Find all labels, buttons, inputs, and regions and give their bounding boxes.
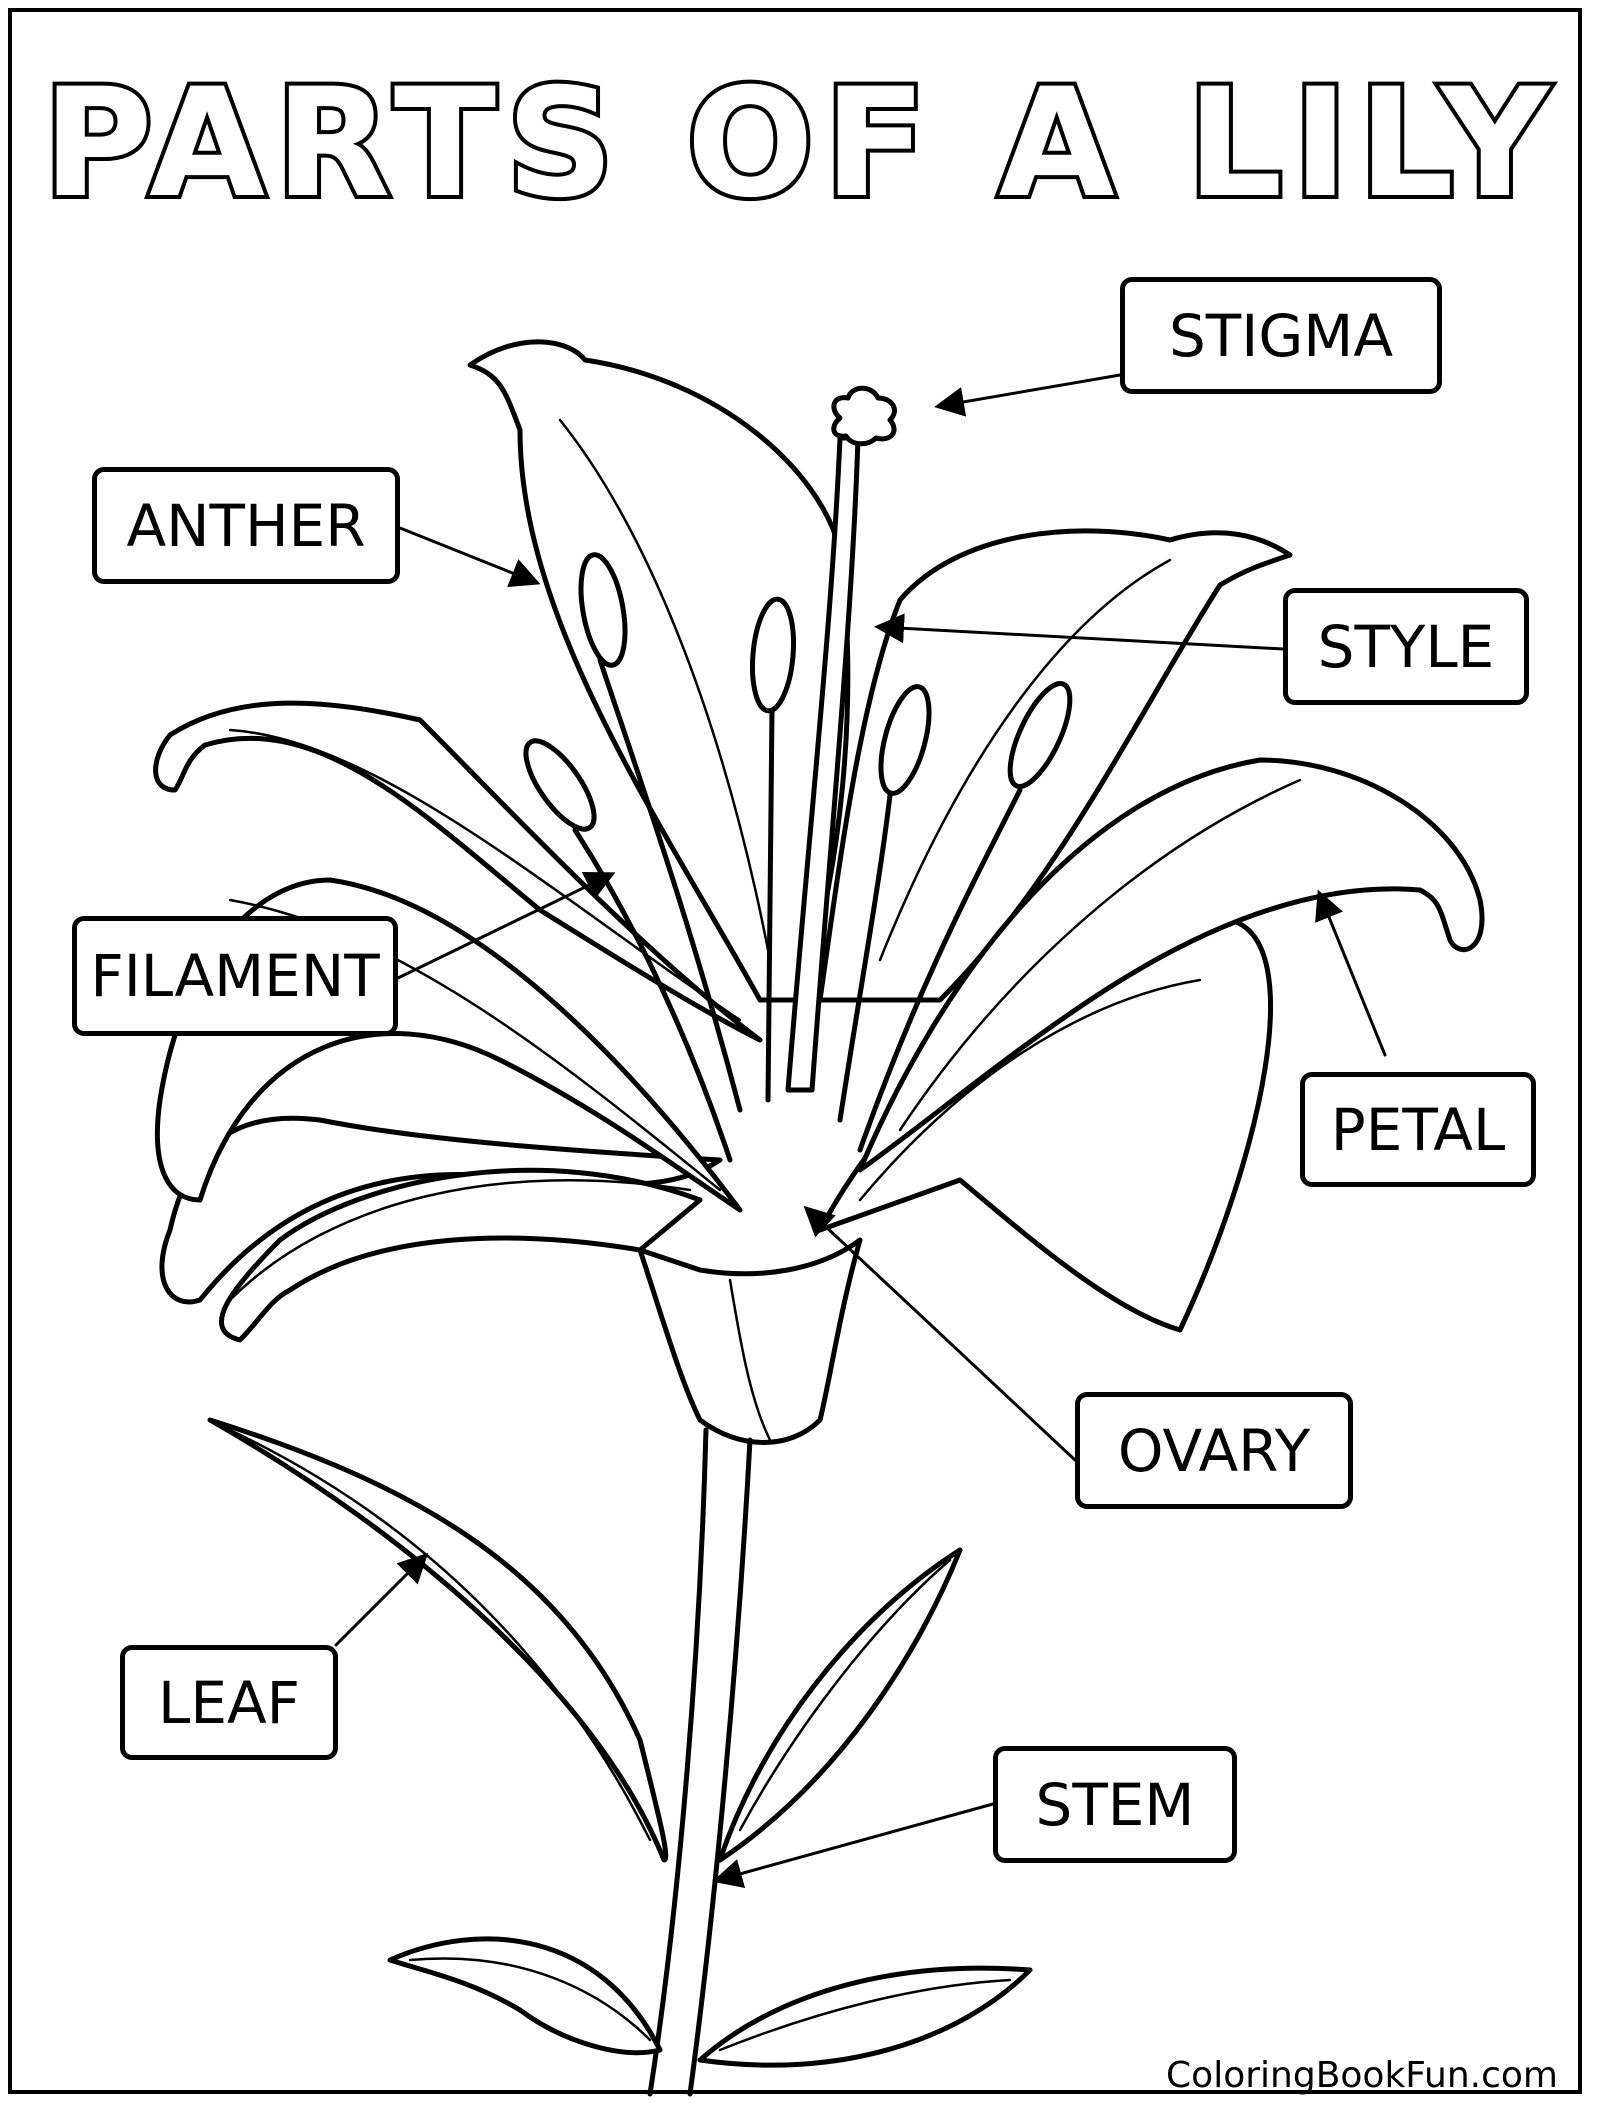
filament <box>857 787 1023 1153</box>
label-ovary: OVARY <box>1075 1392 1353 1509</box>
leaf-right-upper <box>717 1547 963 1863</box>
label-stem: STEM <box>993 1746 1237 1863</box>
leaf-left-lower <box>387 1936 663 2056</box>
label-style: STYLE <box>1283 588 1529 705</box>
stem <box>647 1427 709 2097</box>
petal-arrow <box>1315 889 1387 1057</box>
style <box>785 435 861 1093</box>
filament-arrow <box>396 871 616 980</box>
site-watermark: ColoringBookFun.com <box>1166 2055 1558 2096</box>
petal-right-curl <box>857 757 1485 1173</box>
label-petal: PETAL <box>1300 1072 1536 1187</box>
label-stigma: STIGMA <box>1120 277 1442 394</box>
label-anther: ANTHER <box>92 467 400 584</box>
stem-arrow <box>712 1802 995 1889</box>
page-title: PARTS OF A LILY <box>39 53 1559 235</box>
anther <box>749 596 797 714</box>
leaf-left-upper <box>207 1417 669 1863</box>
ovary <box>637 1237 863 1445</box>
page-border <box>8 8 1582 2094</box>
anther <box>1007 681 1073 789</box>
filament <box>837 792 893 1123</box>
style-arrow <box>874 613 1285 651</box>
anther <box>523 738 597 832</box>
petal-back-right <box>817 528 1293 1003</box>
filament <box>597 657 743 1113</box>
ovary-arrow <box>803 1205 1077 1462</box>
filament <box>765 707 775 1103</box>
label-filament: FILAMENT <box>72 916 398 1036</box>
filament <box>572 827 733 1163</box>
anther <box>578 552 628 668</box>
leaf-right-lower <box>697 1965 1033 2068</box>
page-title-text: PARTS OF A LILY <box>43 57 1559 231</box>
petal-left-lower <box>219 1167 703 1343</box>
label-leaf: LEAF <box>120 1645 338 1760</box>
petal-back-top <box>467 339 851 1003</box>
leaf-arrow <box>334 1552 429 1647</box>
anther-arrow <box>398 526 541 588</box>
stigma <box>831 385 897 447</box>
stigma-arrow <box>934 373 1122 417</box>
anther <box>878 684 932 796</box>
